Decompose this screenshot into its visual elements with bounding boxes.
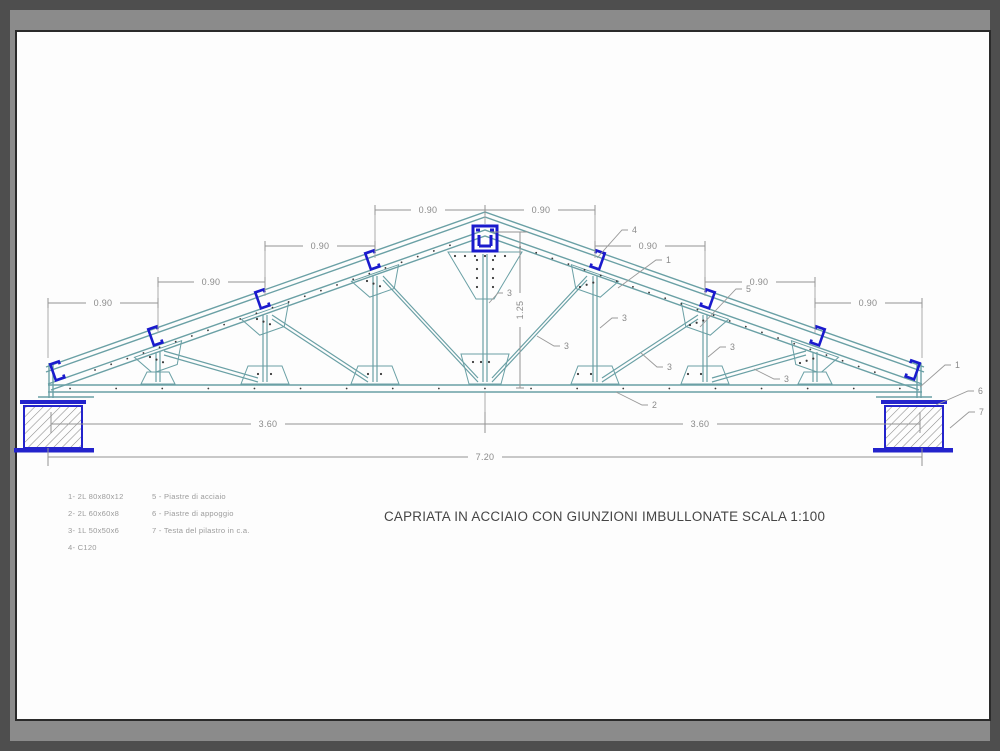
web-members — [155, 254, 818, 383]
legend-item: 2- 2L 60x60x8 — [68, 509, 119, 518]
base-line-left — [14, 448, 94, 453]
purlin-c-profile-icon — [698, 287, 717, 311]
callout-2: 2 — [652, 400, 657, 410]
title-block: CAPRIATA IN ACCIAIO CON GIUNZIONI IMBULL… — [384, 509, 825, 524]
purlin-c-profile-icon — [903, 358, 922, 382]
callout-5: 5 — [746, 284, 751, 294]
dim-span-label: 7.20 — [476, 452, 495, 462]
callout-4: 4 — [632, 225, 637, 235]
callout-3: 3 — [622, 313, 627, 323]
callout-annotations: 4 1 5 3 3 3 3 3 3 2 1 6 7 — [488, 225, 984, 429]
bearing-plate-right — [881, 400, 947, 404]
legend-item: 5 - Piastre di acciaio — [152, 492, 226, 501]
drawing-scale: SCALA 1:100 — [742, 509, 825, 524]
concrete-pillar-left — [23, 405, 83, 449]
callout-3: 3 — [507, 288, 512, 298]
legend-item: 6 - Piastre di appoggio — [152, 509, 234, 518]
dim-panel-label: 0.90 — [202, 277, 221, 287]
legend-item: 7 - Testa del pilastro in c.a. — [152, 526, 250, 535]
legend-item: 1- 2L 80x80x12 — [68, 492, 124, 501]
bolt-marks — [69, 239, 911, 390]
leader-lines — [488, 229, 975, 429]
dim-halfspan-label: 3.60 — [259, 419, 278, 429]
svg-text:1.25: 1.25 — [515, 301, 525, 320]
callout-3: 3 — [730, 342, 735, 352]
purlin-c-profile-icon — [588, 248, 607, 272]
purlins — [48, 224, 922, 383]
ridge-purlin-c120-icon — [471, 224, 499, 253]
purlin-c-profile-icon — [808, 324, 827, 348]
purlin-c-profile-icon — [253, 287, 272, 311]
callout-3: 3 — [564, 341, 569, 351]
callout-1: 1 — [955, 360, 960, 370]
dim-height-label: 1.25 — [514, 293, 526, 327]
dim-panel-label: 0.90 — [419, 205, 438, 215]
dim-panel-label: 0.90 — [750, 277, 769, 287]
legend-item: 4- C120 — [68, 543, 97, 552]
callout-3: 3 — [667, 362, 672, 372]
dim-panel-label: 0.90 — [639, 241, 658, 251]
base-line-right — [873, 448, 953, 453]
purlin-c-profile-icon — [48, 359, 67, 383]
concrete-pillar-right — [884, 405, 944, 449]
dim-panel-label: 0.90 — [859, 298, 878, 308]
dim-panel-label: 0.90 — [532, 205, 551, 215]
bearing-plate-left — [20, 400, 86, 404]
extension-lines — [47, 215, 923, 412]
dim-panel-label: 0.90 — [94, 298, 113, 308]
drawing-title: CAPRIATA IN ACCIAIO CON GIUNZIONI IMBULL… — [384, 509, 738, 524]
legend: 1- 2L 80x80x12 2- 2L 60x60x8 3- 1L 50x50… — [68, 492, 250, 552]
callout-7: 7 — [979, 407, 984, 417]
callout-6: 6 — [978, 386, 983, 396]
dim-halfspan-label: 3.60 — [691, 419, 710, 429]
callout-1: 1 — [666, 255, 671, 265]
dimension-annotations: 0.90 0.90 0.90 0.90 0.90 0.90 0.90 0.90 … — [47, 204, 923, 466]
purlin-c-profile-icon — [146, 324, 165, 348]
dimension-labels: 0.90 0.90 0.90 0.90 0.90 0.90 0.90 0.90 … — [86, 204, 885, 462]
support-right — [873, 400, 953, 453]
truss-drawing — [14, 211, 953, 453]
legend-item: 3- 1L 50x50x6 — [68, 526, 119, 535]
callout-3: 3 — [784, 374, 789, 384]
dim-panel-label: 0.90 — [311, 241, 330, 251]
support-left — [14, 400, 94, 453]
gusset-plates — [133, 251, 840, 385]
purlin-c-profile-icon — [363, 248, 382, 272]
